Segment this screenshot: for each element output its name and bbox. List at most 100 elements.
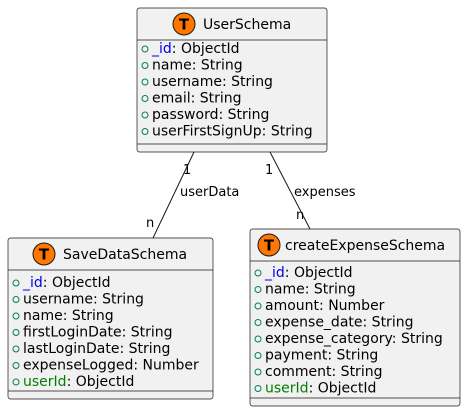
attribute-type: : String	[332, 364, 383, 380]
attribute-name: _id	[264, 265, 285, 281]
attribute-name: name	[152, 58, 192, 74]
attribute-name: expenseLogged	[23, 358, 133, 374]
attribute-text: _id: ObjectId	[151, 41, 240, 57]
attribute-type: : Number	[133, 358, 199, 374]
public-visibility-icon	[141, 128, 149, 135]
attribute-name: userFirstSignUp	[152, 124, 262, 140]
class-box	[7, 237, 214, 400]
attribute-name: _id	[151, 41, 172, 57]
attribute-name: username	[152, 74, 222, 90]
attribute-text: lastLoginDate: String	[23, 341, 170, 357]
attribute-type: : String	[305, 282, 356, 298]
attribute-row: expenseLogged: Number	[12, 358, 199, 374]
relation-line-userdata	[152, 151, 195, 239]
public-visibility-icon	[141, 62, 149, 69]
badge-letter: T	[39, 246, 50, 264]
attribute-row: amount: Number	[254, 298, 385, 314]
attribute-name: lastLoginDate	[23, 341, 119, 357]
class-title: createExpenseSchema	[285, 238, 445, 254]
attribute-type: : String	[122, 325, 173, 341]
public-visibility-icon	[254, 368, 262, 376]
relation-line-expenses	[269, 151, 311, 230]
attribute-text: name: String	[152, 58, 243, 74]
attribute-text: comment: String	[265, 364, 382, 380]
attribute-row: firstLoginDate: String	[12, 325, 173, 341]
public-visibility-icon	[12, 362, 20, 369]
attribute-name: payment	[265, 348, 328, 364]
class-box	[249, 228, 461, 407]
multiplicity-expense: n	[296, 208, 304, 223]
attribute-type: : String	[191, 91, 242, 107]
attribute-name: userId	[23, 374, 67, 390]
multiplicity-user-userdata: 1	[183, 163, 191, 178]
attribute-row: _id: ObjectId	[12, 275, 111, 291]
public-visibility-icon	[254, 319, 262, 326]
attribute-text: expense_date: String	[265, 315, 413, 331]
attribute-row: expense_date: String	[254, 315, 413, 331]
relation-label-userdata: userData	[180, 185, 239, 200]
attribute-row: _id: ObjectId	[254, 265, 353, 281]
attribute-type: : String	[93, 292, 144, 308]
class-createexpenseschema: T createExpenseSchema _id: ObjectIdname:…	[249, 228, 461, 407]
attribute-text: username: String	[152, 74, 273, 90]
attribute-type: : String	[63, 308, 114, 324]
class-box	[136, 7, 328, 153]
type-badge-icon	[172, 12, 196, 36]
attribute-type: : String	[327, 348, 378, 364]
attribute-text: _id: ObjectId	[264, 265, 353, 281]
attribute-text: _id: ObjectId	[22, 275, 111, 291]
class-title: SaveDataSchema	[63, 247, 187, 263]
badge-letter: T	[264, 237, 275, 255]
public-visibility-icon	[12, 345, 20, 353]
attribute-name: username	[23, 292, 93, 308]
attribute-text: amount: Number	[265, 298, 385, 314]
attribute-name: _id	[22, 275, 43, 291]
attribute-type: : String	[262, 124, 313, 140]
public-visibility-icon	[141, 45, 149, 53]
attribute-name: email	[152, 91, 191, 107]
attribute-text: name: String	[23, 308, 114, 324]
public-visibility-icon	[254, 302, 262, 310]
public-visibility-icon	[254, 286, 262, 293]
attribute-name: expense_date	[265, 315, 363, 331]
public-visibility-icon	[12, 329, 20, 336]
attribute-type: : String	[192, 58, 243, 74]
attribute-row: name: String	[254, 282, 356, 298]
attribute-row: username: String	[12, 292, 144, 308]
public-visibility-icon	[141, 95, 149, 102]
attribute-type: : Number	[319, 298, 385, 314]
attribute-name: firstLoginDate	[23, 325, 122, 341]
attribute-text: email: String	[152, 91, 242, 107]
attribute-row: lastLoginDate: String	[12, 341, 170, 357]
attribute-name: comment	[265, 364, 332, 380]
public-visibility-icon	[141, 111, 149, 119]
class-title: UserSchema	[203, 17, 291, 33]
attribute-type: : ObjectId	[309, 381, 377, 397]
attribute-row: password: String	[141, 107, 269, 123]
attribute-row: userFirstSignUp: String	[141, 124, 313, 140]
attribute-text: expense_category: String	[265, 331, 443, 347]
attribute-text: userId: ObjectId	[23, 374, 134, 390]
public-visibility-icon	[254, 335, 262, 343]
attribute-type: : String	[218, 107, 269, 123]
public-visibility-icon	[12, 296, 20, 303]
attribute-text: name: String	[265, 282, 356, 298]
attribute-name: userId	[265, 381, 309, 397]
attribute-name: amount	[265, 298, 320, 314]
attribute-row: userId: ObjectId	[12, 374, 134, 390]
attribute-text: userId: ObjectId	[265, 381, 376, 397]
attribute-row: name: String	[141, 58, 243, 74]
attribute-text: username: String	[23, 292, 144, 308]
attribute-text: payment: String	[265, 348, 378, 364]
public-visibility-icon	[12, 378, 20, 386]
attribute-row: username: String	[141, 74, 273, 90]
attribute-type: : ObjectId	[285, 265, 353, 281]
badge-letter: T	[179, 16, 190, 34]
attribute-type: : ObjectId	[172, 41, 240, 57]
public-visibility-icon	[254, 269, 262, 277]
attribute-row: expense_category: String	[254, 331, 443, 347]
attribute-name: password	[152, 107, 218, 123]
